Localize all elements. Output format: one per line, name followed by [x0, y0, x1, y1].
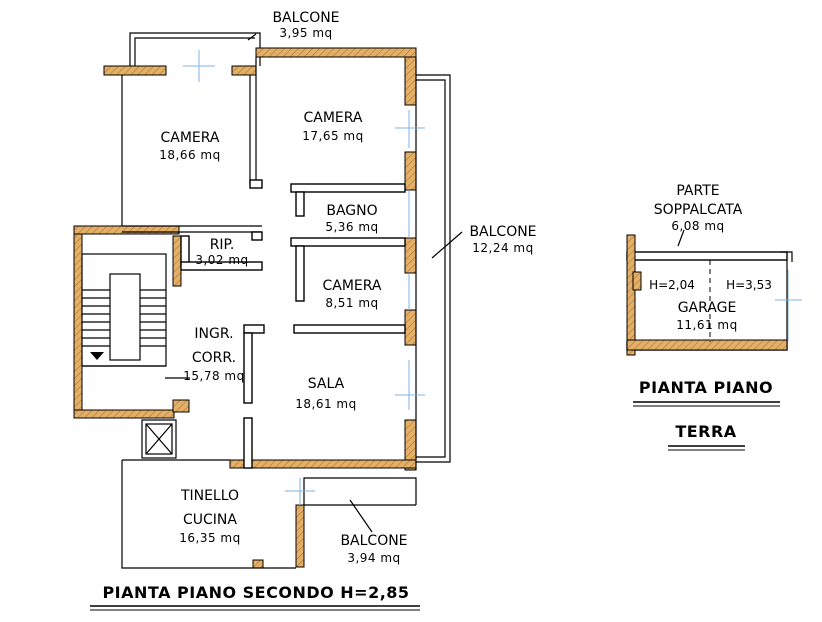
room-label: BALCONE: [469, 224, 536, 240]
ground-floor-title: TERRA: [675, 422, 736, 441]
room-area: 16,35 mq: [179, 531, 240, 545]
room-label: BAGNO: [326, 203, 377, 219]
second-floor-plan: BALCONE 3,95 mq CAMERA 18,66 mq CAMERA 1…: [73, 10, 537, 611]
room-label: RIP.: [210, 237, 235, 253]
room-area: 18,66 mq: [159, 148, 220, 162]
bottom-balcony-leader: [349, 499, 373, 533]
room-label: BALCONE: [340, 533, 407, 549]
ground-floor-plan: PARTE SOPPALCATA 6,08 mq H=2,04 H=3,53 G…: [626, 183, 802, 451]
room-label: BALCONE: [272, 10, 339, 26]
garage-walls: [626, 234, 802, 356]
ground-floor-title: PIANTA PIANO: [639, 378, 773, 397]
room-area: 3,94 mq: [347, 551, 400, 565]
room-label: SALA: [308, 376, 345, 392]
room-label: CUCINA: [183, 512, 237, 528]
room-area: 12,24 mq: [472, 241, 533, 255]
loft-leader: [677, 229, 685, 247]
room-label: CAMERA: [160, 130, 219, 146]
room-label: CORR.: [192, 350, 236, 366]
loft-label: PARTE: [676, 183, 719, 199]
loft-area: 6,08 mq: [671, 219, 724, 233]
room-area: 8,51 mq: [325, 296, 378, 310]
top-balcony-leader: [247, 33, 257, 41]
garage-height-left: H=2,04: [649, 278, 695, 292]
room-label: TINELLO: [180, 488, 239, 504]
room-label: INGR.: [194, 326, 233, 342]
elevator: [141, 419, 177, 459]
right-balcony: [395, 74, 451, 463]
room-label: CAMERA: [303, 110, 362, 126]
room-area: 17,65 mq: [302, 129, 363, 143]
room-area: 5,36 mq: [325, 220, 378, 234]
room-area: 15,78 mq: [183, 369, 244, 383]
interior-walls: [121, 57, 417, 470]
staircase: [81, 253, 167, 367]
room-area: 3,95 mq: [279, 26, 332, 40]
room-label: CAMERA: [322, 278, 381, 294]
right-balcony-leader: [431, 231, 463, 259]
loft-label: SOPPALCATA: [654, 202, 743, 218]
exterior-walls: [73, 47, 417, 569]
room-area: 18,61 mq: [295, 397, 356, 411]
room-area: 3,02 mq: [195, 253, 248, 267]
second-floor-title: PIANTA PIANO SECONDO H=2,85: [102, 583, 409, 602]
garage-height-right: H=3,53: [726, 278, 772, 292]
garage-area: 11,61 mq: [676, 318, 737, 332]
garage-label: GARAGE: [678, 300, 737, 316]
kitchen-area: [121, 459, 417, 569]
